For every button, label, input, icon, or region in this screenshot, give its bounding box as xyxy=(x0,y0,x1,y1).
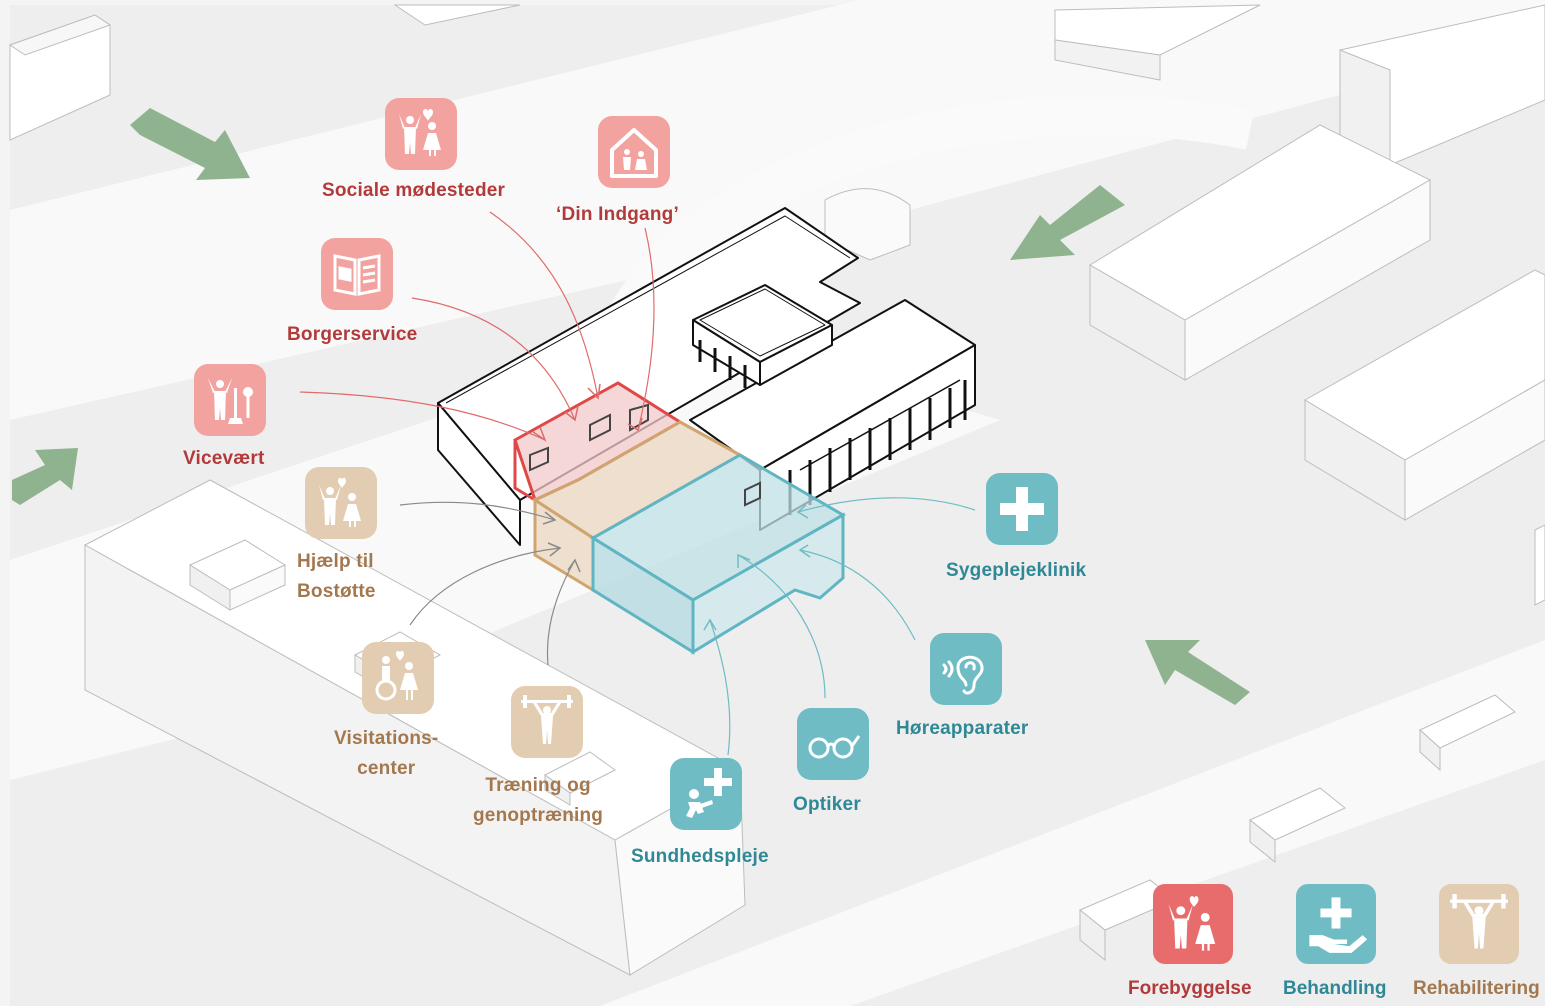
label-traening-line2: genoptræning xyxy=(473,805,604,826)
wheelchair-people-icon xyxy=(362,642,434,714)
leader-sygeplejeklinik xyxy=(797,497,976,513)
leader-borgerservice xyxy=(411,297,576,421)
leader-traening xyxy=(546,559,576,666)
weightlifter-icon xyxy=(511,686,583,758)
house-family-icon xyxy=(598,116,670,188)
label-hjaelp: Hjælp til Bostøtte xyxy=(297,547,376,607)
leader-visitation xyxy=(409,547,561,626)
leader-optiker xyxy=(737,554,826,699)
medical-cross-icon xyxy=(986,473,1058,545)
legend-behandling-label: Behandling xyxy=(1283,978,1387,999)
leader-sociale xyxy=(489,211,599,399)
book-icon xyxy=(321,238,393,310)
label-sociale: Sociale mødesteder xyxy=(322,180,506,201)
leader-hoereapparater xyxy=(799,549,916,641)
legend-rehabilitering-label: Rehabilitering xyxy=(1413,978,1540,999)
label-visitation: Visitations- center xyxy=(334,724,438,784)
legend-behandling-icon xyxy=(1296,884,1376,964)
leader-hjaelp xyxy=(399,501,556,521)
arrow-bottom-right xyxy=(1145,640,1250,705)
label-vicevaert: Vicevært xyxy=(183,448,265,469)
people-heart-icon xyxy=(305,467,377,539)
leader-lines xyxy=(299,211,976,756)
legend-forebyggelse-label: Forebyggelse xyxy=(1128,978,1252,999)
people-heart-icon xyxy=(385,98,457,170)
label-borgerservice: Borgerservice xyxy=(287,324,418,345)
glasses-icon xyxy=(797,708,869,780)
label-optiker: Optiker xyxy=(793,794,861,815)
label-sundhedspleje: Sundhedspleje xyxy=(631,846,769,867)
leader-din-indgang xyxy=(637,227,655,431)
zone-behandling xyxy=(590,453,847,655)
label-visitation-line1: Visitations- xyxy=(334,728,439,749)
label-traening: Træning og genoptræning xyxy=(473,771,603,831)
access-arrows xyxy=(12,108,1250,705)
arrow-top-left xyxy=(130,108,250,180)
legend-forebyggelse-icon xyxy=(1153,884,1233,964)
label-din-indgang: ‘Din Indgang’ xyxy=(556,204,679,225)
building-windows xyxy=(698,340,967,515)
ear-icon xyxy=(930,633,1002,705)
label-sygeplejeklinik: Sygeplejeklinik xyxy=(946,560,1087,581)
leader-vicevaert xyxy=(299,391,546,441)
curved-road xyxy=(601,95,1254,339)
baby-cross-icon xyxy=(670,758,742,830)
legend-rehabilitering-icon xyxy=(1439,884,1519,964)
label-hjaelp-line1: Hjælp til xyxy=(297,551,374,572)
leader-arrowheads xyxy=(532,383,811,631)
zone-forebyggelse xyxy=(513,381,683,503)
label-hjaelp-line2: Bostøtte xyxy=(297,581,376,602)
person-tools-icon xyxy=(194,364,266,436)
arrow-top-right xyxy=(1010,185,1125,260)
arrow-left xyxy=(12,448,78,505)
leader-sundhedspleje xyxy=(709,619,731,756)
label-visitation-line2: center xyxy=(357,758,416,779)
label-hoereapparater: Høreapparater xyxy=(896,718,1029,739)
label-traening-line1: Træning og xyxy=(485,775,591,796)
